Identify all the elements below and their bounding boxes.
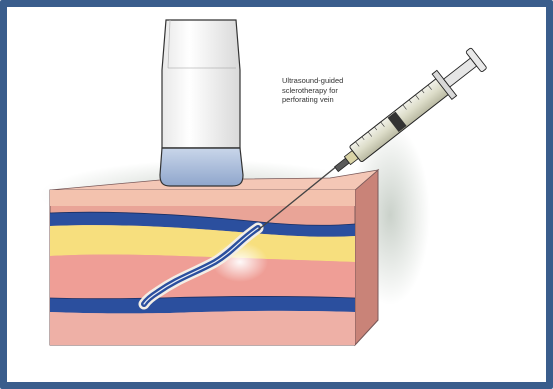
caption-line-3: perforating vein — [282, 95, 392, 105]
caption-line-2: sclerotherapy for — [282, 86, 392, 96]
caption-line-1: Ultrasound-guided — [282, 76, 392, 86]
deep-tissue — [50, 311, 355, 345]
muscle-layer — [50, 255, 355, 299]
ultrasound-probe-icon — [160, 20, 243, 186]
caption-text: Ultrasound-guided sclerotherapy for perf… — [282, 76, 392, 105]
